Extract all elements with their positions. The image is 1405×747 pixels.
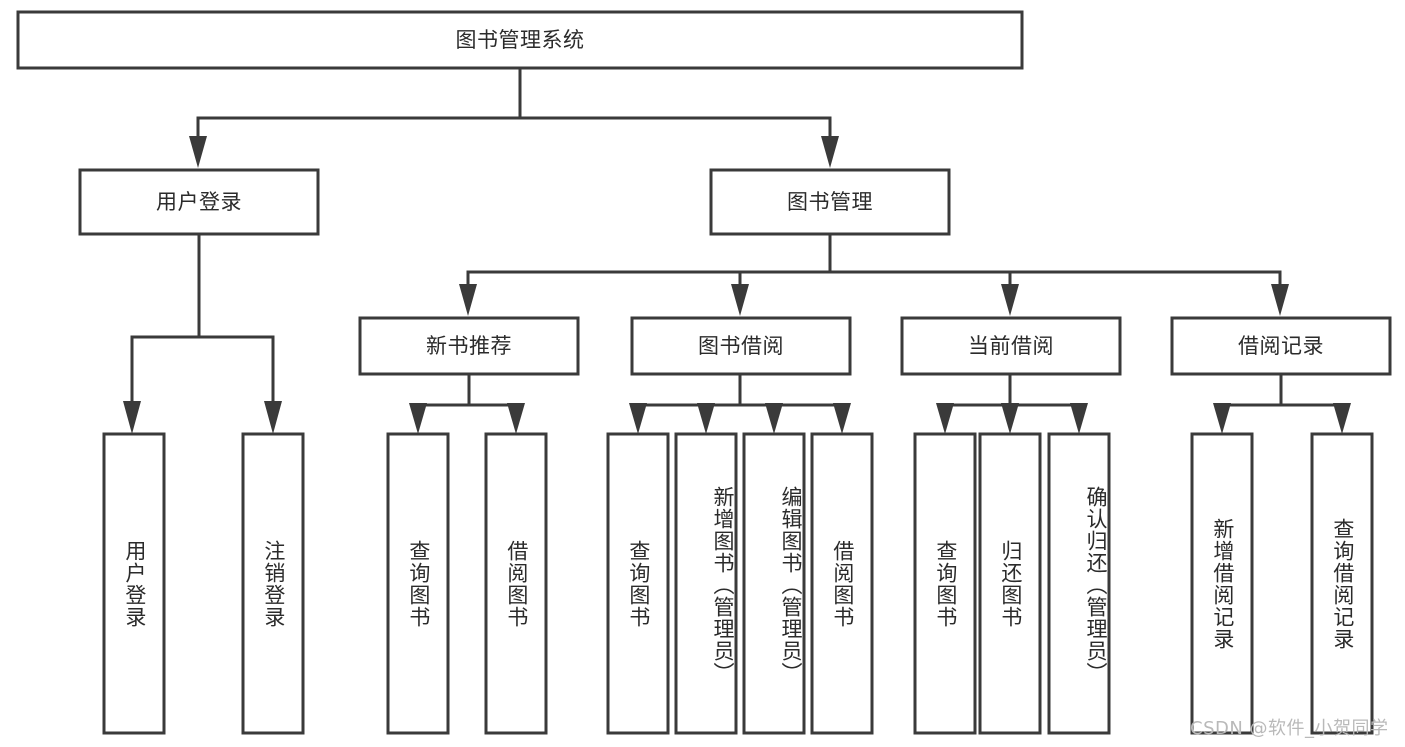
node-book-borrow-box[interactable] [630, 316, 852, 376]
node-current-borrow-box[interactable] [900, 316, 1122, 376]
arrowhead-book-borrow-leaf-3 [765, 403, 783, 434]
leaf-box-current-borrow-1[interactable] [913, 432, 977, 735]
arrowhead-user-login-leaf-2 [264, 401, 282, 434]
arrowhead-current-borrow-leaf-3 [1070, 403, 1088, 434]
arrowhead-current-borrow-leaf-1 [936, 403, 954, 434]
arrowhead-new-book-leaf-1 [409, 403, 427, 434]
leaf-box-borrow-record-1[interactable] [1190, 432, 1254, 735]
node-root-box[interactable] [16, 10, 1024, 70]
leaf-box-current-borrow-2[interactable] [978, 432, 1042, 735]
arrowhead-new-book-leaf-2 [507, 403, 525, 434]
node-borrow-record-box[interactable] [1170, 316, 1392, 376]
arrowhead-borrow-record-leaf-1 [1213, 403, 1231, 434]
leaf-box-book-borrow-2[interactable] [674, 432, 738, 735]
arrowhead-book-mgmt-to-new-book [459, 284, 477, 316]
arrowhead-book-mgmt-to-record [1271, 284, 1289, 316]
leaf-box-user-login-1[interactable] [102, 432, 166, 735]
arrowhead-user-login-leaf-1 [123, 401, 141, 434]
leaf-box-book-borrow-1[interactable] [606, 432, 670, 735]
leaf-box-new-book-1[interactable] [386, 432, 450, 735]
arrowhead-book-borrow-leaf-4 [833, 403, 851, 434]
arrowhead-book-mgmt-to-current [1001, 284, 1019, 316]
arrowhead-book-borrow-leaf-2 [697, 403, 715, 434]
arrowhead-current-borrow-leaf-2 [1001, 403, 1019, 434]
arrowhead-book-mgmt-to-borrow [731, 284, 749, 316]
node-book-mgmt-box[interactable] [709, 168, 951, 236]
leaf-box-borrow-record-2[interactable] [1310, 432, 1374, 735]
leaf-box-user-login-2[interactable] [241, 432, 305, 735]
arrowhead-book-borrow-leaf-1 [629, 403, 647, 434]
leaf-box-current-borrow-3[interactable] [1047, 432, 1111, 735]
leaf-box-new-book-2[interactable] [484, 432, 548, 735]
arrowhead-root-to-book-mgmt [821, 136, 839, 168]
leaf-box-book-borrow-3[interactable] [742, 432, 806, 735]
leaf-box-book-borrow-4[interactable] [810, 432, 874, 735]
arrowhead-borrow-record-leaf-2 [1333, 403, 1351, 434]
arrowhead-root-to-user-login [189, 136, 207, 168]
node-new-book-box[interactable] [358, 316, 580, 376]
node-user-login-box[interactable] [78, 168, 320, 236]
